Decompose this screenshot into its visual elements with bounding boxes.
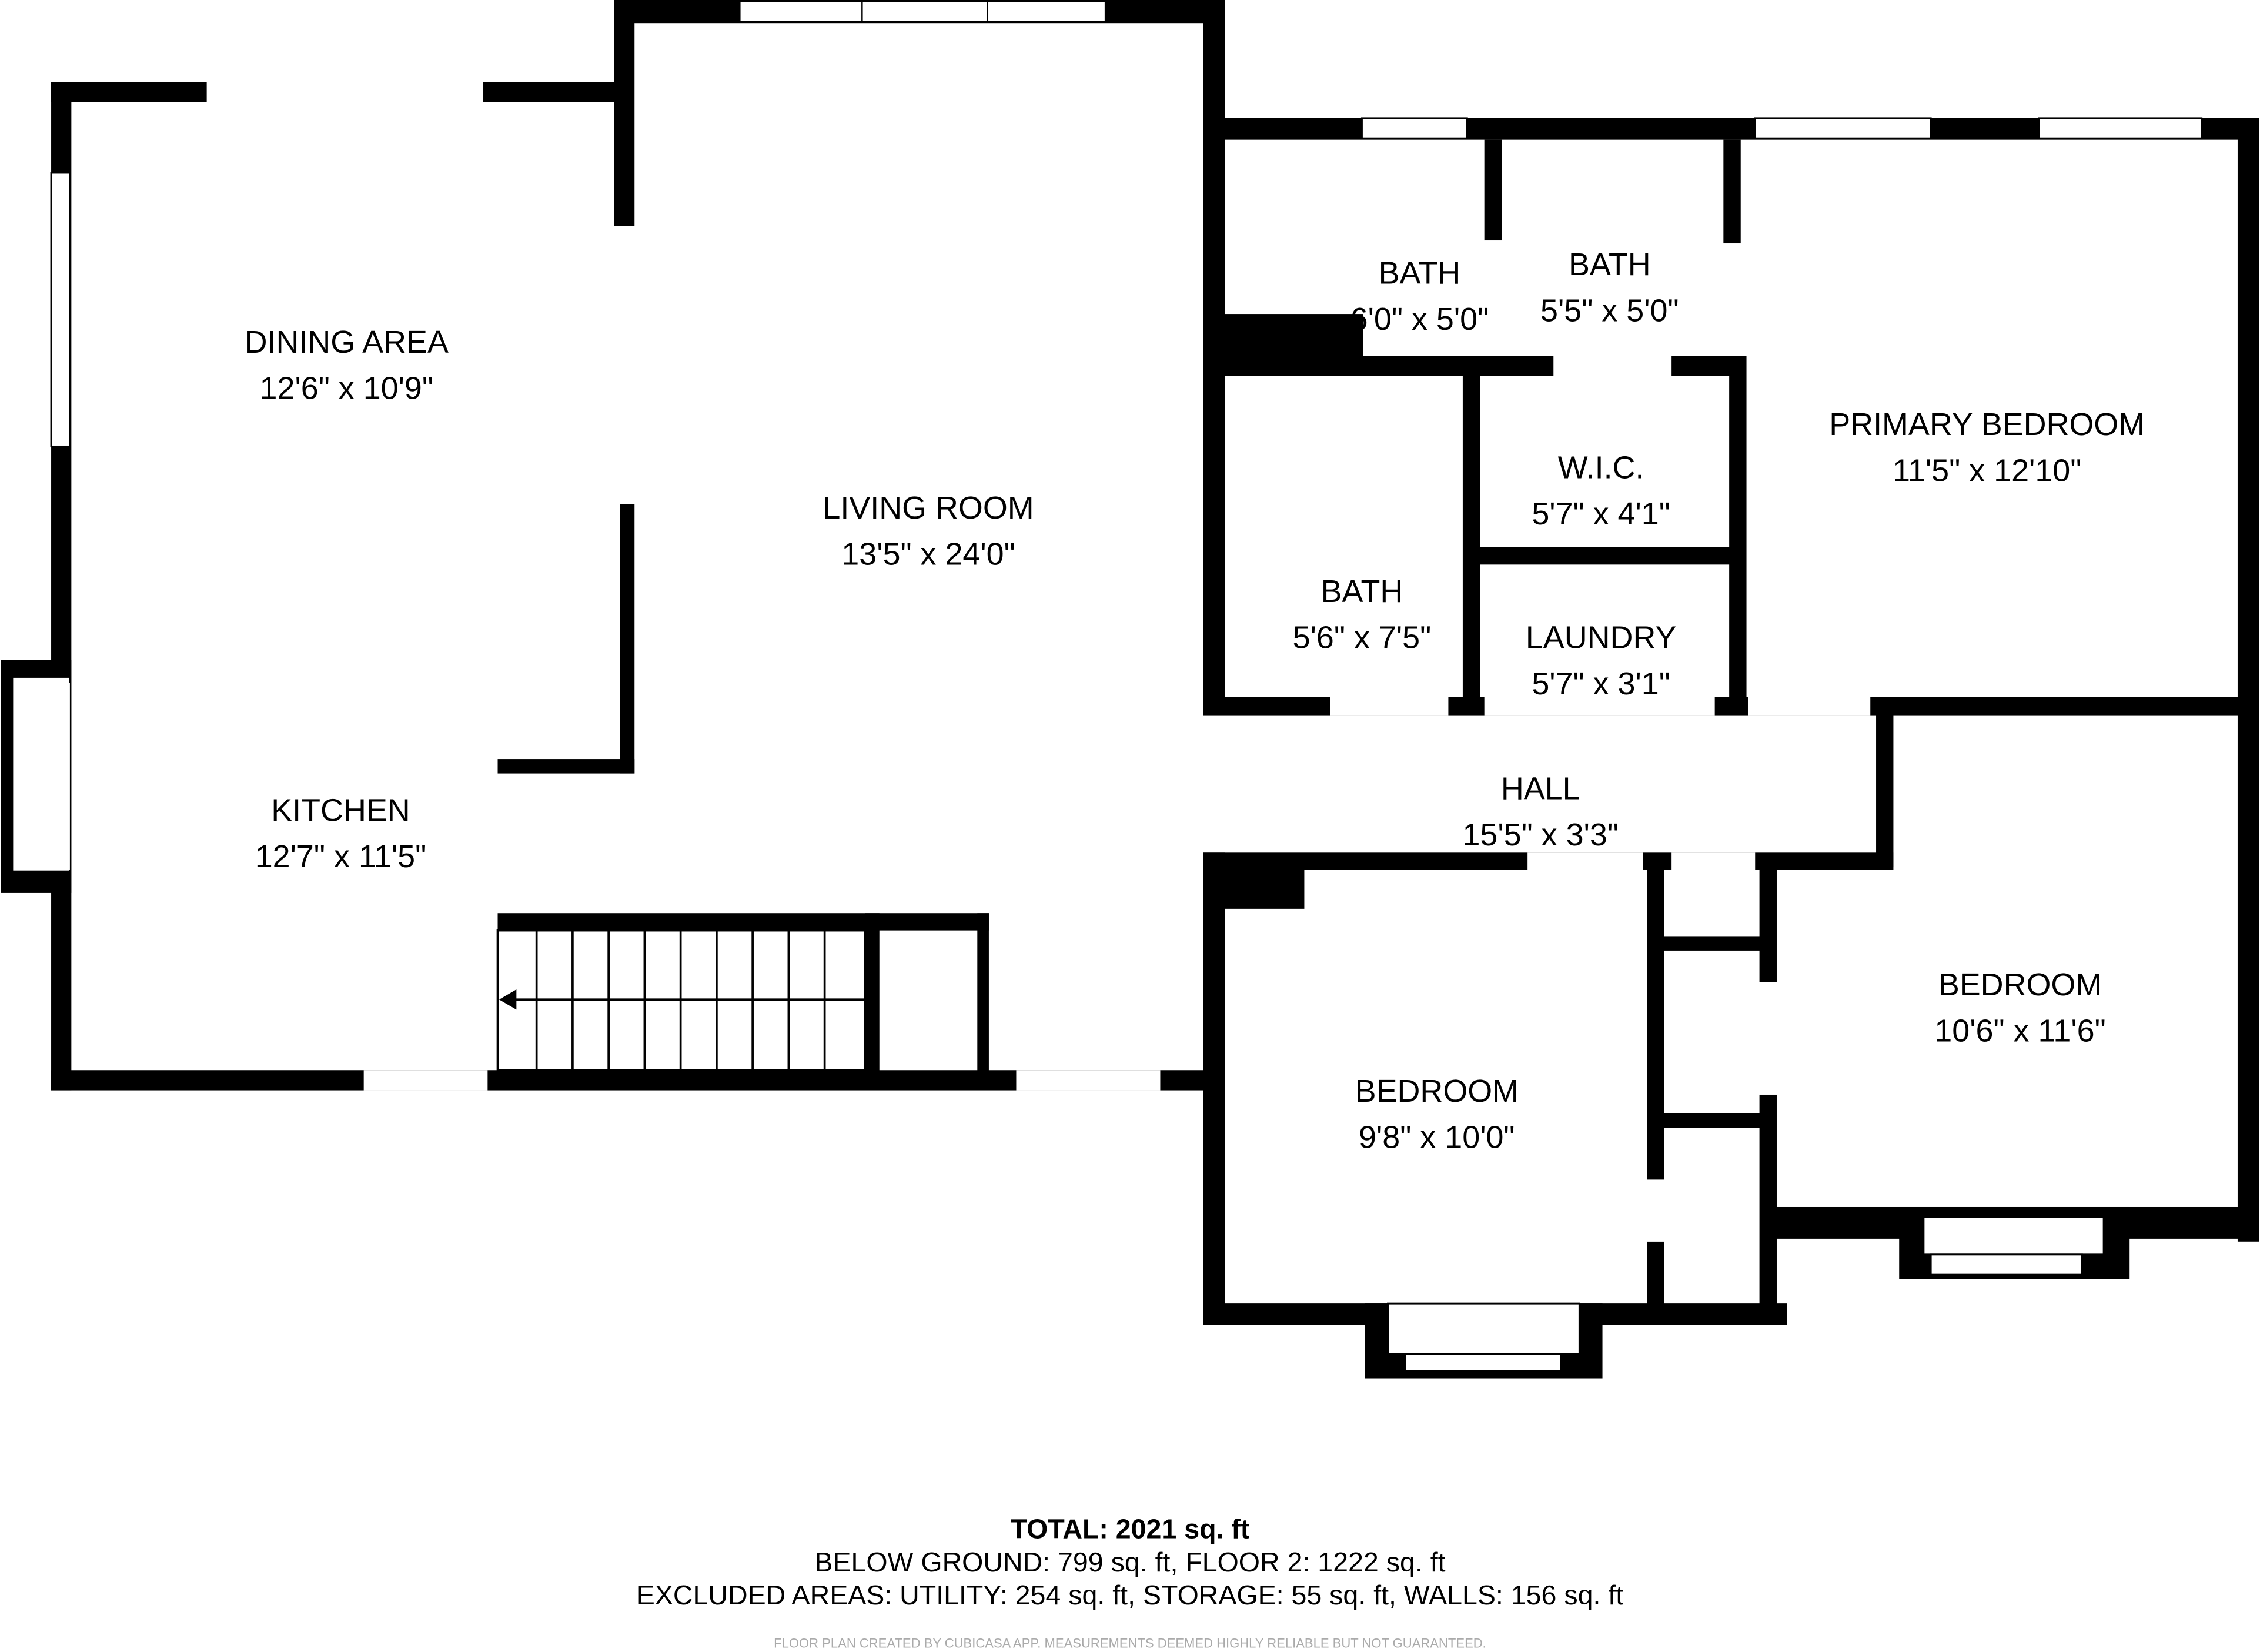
room-name: BATH bbox=[1379, 256, 1461, 291]
room-dims: 5'5" x 5'0" bbox=[1540, 293, 1679, 328]
windows-doors bbox=[11, 0, 2203, 1372]
room-dims: 9'8" x 10'0" bbox=[1359, 1120, 1515, 1155]
room-name: DINING AREA bbox=[245, 325, 449, 360]
room-name: LIVING ROOM bbox=[823, 490, 1034, 526]
excluded-areas: EXCLUDED AREAS: UTILITY: 254 sq. ft, STO… bbox=[637, 1580, 1623, 1610]
room-name: BEDROOM bbox=[1938, 967, 2102, 1002]
area-summary: TOTAL: 2021 sq. ft BELOW GROUND: 799 sq.… bbox=[637, 1513, 1623, 1650]
room-name: W.I.C. bbox=[1558, 450, 1644, 485]
room-dims: 5'7" x 4'1" bbox=[1532, 496, 1670, 531]
floor-areas: BELOW GROUND: 799 sq. ft, FLOOR 2: 1222 … bbox=[814, 1547, 1445, 1577]
room-dims: 6'0" x 5'0" bbox=[1350, 302, 1489, 337]
walls bbox=[1, 0, 2259, 1379]
room-dims: 5'7" x 3'1" bbox=[1532, 666, 1670, 701]
room-name: KITCHEN bbox=[271, 792, 410, 828]
room-name: HALL bbox=[1501, 771, 1580, 807]
room-name: BATH bbox=[1321, 574, 1403, 609]
total-area: TOTAL: 2021 sq. ft bbox=[1011, 1513, 1250, 1544]
room-name: BEDROOM bbox=[1355, 1074, 1519, 1109]
staircase bbox=[496, 929, 867, 1072]
room-dims: 5'6" x 7'5" bbox=[1293, 620, 1432, 655]
stair-arrow-icon bbox=[499, 989, 517, 1010]
room-name: PRIMARY BEDROOM bbox=[1829, 407, 2145, 442]
room-dims: 12'7" x 11'5" bbox=[255, 839, 426, 874]
disclaimer: FLOOR PLAN CREATED BY CUBICASA APP. MEAS… bbox=[774, 1636, 1486, 1651]
room-labels: DINING AREA 12'6" x 10'9" LIVING ROOM 13… bbox=[245, 247, 2145, 1155]
room-dims: 10'6" x 11'6" bbox=[1934, 1013, 2105, 1048]
room-dims: 15'5" x 3'3" bbox=[1462, 817, 1619, 852]
room-dims: 12'6" x 10'9" bbox=[260, 371, 433, 406]
room-dims: 11'5" x 12'10" bbox=[1893, 453, 2081, 488]
room-name: BATH bbox=[1569, 247, 1651, 282]
room-dims: 13'5" x 24'0" bbox=[841, 536, 1015, 571]
room-name: LAUNDRY bbox=[1526, 620, 1677, 655]
